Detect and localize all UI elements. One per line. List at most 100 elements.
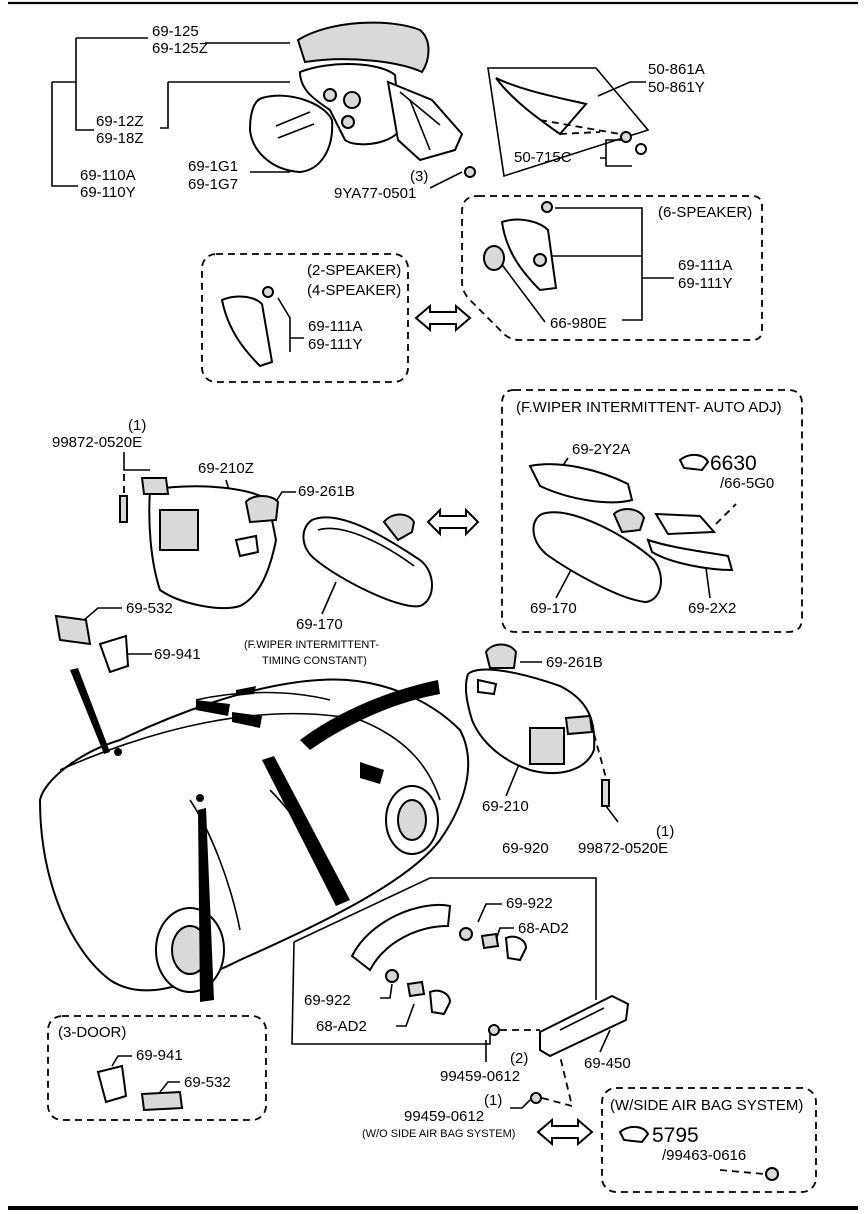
speaker6-box: (6-SPEAKER) 69-111A 69-111Y 66-980E — [461, 195, 763, 341]
visor-holder-icon — [484, 643, 518, 669]
auto-adj-box: (F.WIPER INTERMITTENT- AUTO ADJ) 69-2Y2A… — [501, 389, 803, 633]
leader-line — [123, 452, 150, 471]
garnish-group: 50-861A 50-861Y 50-715C — [487, 61, 705, 178]
leader-line — [159, 1081, 180, 1093]
label-69-170-auto: 69-170 — [530, 600, 577, 617]
pointer-wedge — [198, 808, 214, 1002]
label-69-210z: 69-210Z — [198, 460, 254, 477]
leader-line — [396, 1003, 415, 1027]
dash-guide — [719, 1169, 765, 1175]
window-icon — [360, 762, 384, 784]
label-69-1g1: 69-1G1 — [188, 158, 238, 175]
label-screw-qty-right: (1) — [656, 823, 674, 840]
hanger-group: (2) 99459-0612 69-450 (1) 99459-0612 (W/… — [362, 994, 631, 1140]
label-9ya77-0501: 9YA77-0501 — [334, 185, 416, 202]
hanger-note: (W/O SIDE AIR BAG SYSTEM) — [362, 1128, 515, 1140]
leader-line — [321, 581, 337, 615]
label-69-450: 69-450 — [584, 1055, 631, 1072]
mirror-cover-icon — [528, 463, 634, 504]
label-69-261b-left: 69-261B — [298, 483, 355, 500]
auto-adj-title: (F.WIPER INTERMITTENT- AUTO ADJ) — [516, 399, 782, 416]
inner-mirror-group: 69-170 (F.WIPER INTERMITTENT- TIMING CON… — [244, 513, 433, 667]
airbag-box: (W/SIDE AIR BAG SYSTEM) 5795 /99463-0616 — [601, 1087, 817, 1193]
label-69-1g7: 69-1G7 — [188, 176, 238, 193]
bolt-icon — [530, 1092, 542, 1104]
bracket-line — [51, 82, 78, 187]
car-illustration — [38, 668, 470, 1002]
outside-mirror-group: 69-125 69-125Z 69-12Z 69-18Z 69-110A 69-… — [51, 21, 476, 202]
screw-icon — [464, 166, 476, 178]
dash-guide — [539, 119, 621, 135]
dash-guide — [500, 1029, 574, 1108]
label-69-111a-24: 69-111A — [308, 318, 363, 335]
detail-line — [317, 527, 415, 567]
dome-light-icon — [140, 1090, 184, 1112]
car-body-icon — [38, 678, 470, 992]
bushing-icon — [459, 927, 473, 941]
bolt-icon — [765, 1167, 779, 1181]
detail-line — [275, 111, 315, 139]
cap-icon — [428, 989, 452, 1016]
wheel-icon — [397, 799, 427, 841]
vanity-mirror-icon — [529, 727, 565, 765]
label-69-2x2: 69-2X2 — [688, 600, 736, 617]
reference-arrow-icon — [678, 454, 710, 472]
rearview-mirror-icon — [302, 516, 433, 608]
label-69-125z: 69-125Z — [152, 40, 208, 57]
pointer-wedge — [300, 680, 440, 750]
speaker24-box: (2-SPEAKER) (4-SPEAKER) 69-111A 69-111Y — [201, 253, 409, 383]
assist-grip-icon — [350, 904, 452, 972]
bracket-line — [75, 37, 148, 131]
ref-66-5g0: /66-5G0 — [720, 475, 774, 492]
garnish-icon — [495, 77, 588, 136]
leader-line — [600, 139, 632, 167]
speaker24-title-b: (4-SPEAKER) — [307, 282, 401, 299]
label-66-980e: 66-980E — [550, 315, 607, 332]
grille-icon — [533, 253, 547, 267]
garnish-frame — [487, 67, 650, 178]
leader-line — [429, 171, 463, 189]
leader-line — [705, 567, 711, 599]
label-qty2: (2) — [510, 1050, 528, 1067]
inner-mirror-note-b: TIMING CONSTANT) — [262, 655, 367, 667]
leader-line — [277, 297, 304, 352]
bezel-icon — [98, 634, 130, 674]
pointer-wedge — [70, 668, 110, 754]
clip-icon — [406, 980, 426, 998]
label-99872-0520e-right: 99872-0520E — [578, 840, 668, 857]
ref-99463-0616: /99463-0616 — [662, 1147, 746, 1164]
visor-holder-icon — [244, 495, 280, 524]
double-arrow-icon — [414, 303, 472, 333]
label-68-ad2-b: 68-AD2 — [316, 1018, 367, 1035]
speaker6-title: (6-SPEAKER) — [658, 204, 752, 221]
label-99459-0612-2: 99459-0612 — [440, 1068, 520, 1085]
airbag-frame — [601, 1087, 817, 1193]
actuator-icon — [343, 91, 361, 109]
actuator-icon — [341, 115, 355, 129]
clip-icon — [480, 932, 500, 950]
label-69-111y-6: 69-111Y — [678, 275, 733, 292]
leader-line — [505, 761, 521, 797]
pointer-wedge — [236, 686, 256, 696]
label-69-261b-right: 69-261B — [546, 654, 603, 671]
label-69-110a: 69-110A — [80, 167, 136, 184]
mirror-base-icon — [386, 80, 464, 162]
label-69-532: 69-532 — [126, 600, 173, 617]
dome-light-icon — [54, 614, 92, 646]
leader-line — [160, 81, 290, 129]
label-69-941-3door: 69-941 — [136, 1047, 183, 1064]
grip-frame — [291, 877, 597, 1045]
auto-adj-frame — [501, 389, 803, 633]
bezel-icon — [96, 1064, 128, 1104]
label-69-532-3door: 69-532 — [184, 1074, 231, 1091]
visor-left-group: (1) 99872-0520E 69-210Z 69-261B — [52, 417, 355, 609]
tweeter-icon — [483, 245, 505, 271]
label-69-125: 69-125 — [152, 23, 199, 40]
window-icon — [196, 700, 262, 728]
mirror-cover-icon — [646, 538, 734, 572]
label-50-861y: 50-861Y — [648, 79, 705, 96]
label-69-2y2a: 69-2Y2A — [572, 441, 630, 458]
three-door-box: (3-DOOR) 69-941 69-532 — [47, 1015, 267, 1121]
speaker6-frame — [461, 195, 763, 341]
